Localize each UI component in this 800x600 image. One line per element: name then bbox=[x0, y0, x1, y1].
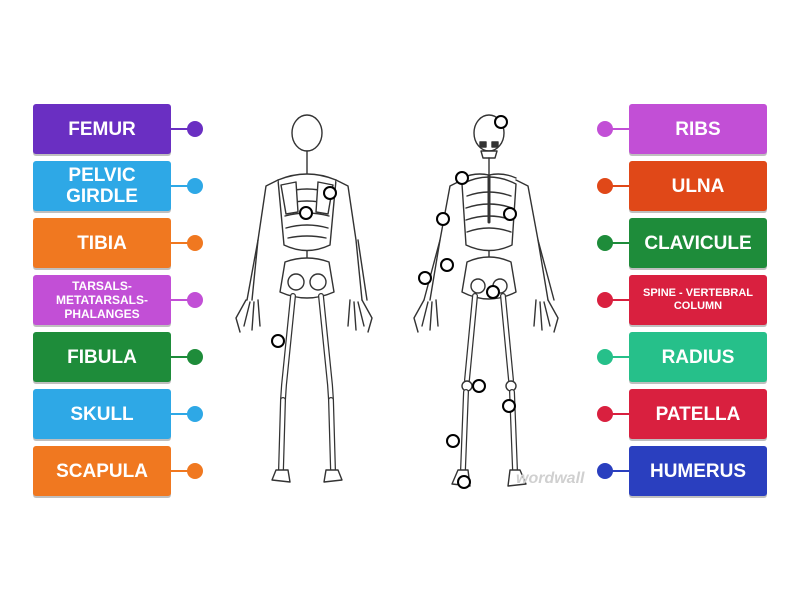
drop-target-circle[interactable] bbox=[502, 206, 517, 221]
connector-dot[interactable] bbox=[187, 235, 203, 251]
connector-dot[interactable] bbox=[597, 235, 613, 251]
drop-target-circle[interactable] bbox=[485, 284, 500, 299]
connector-line bbox=[171, 185, 195, 187]
connector-line bbox=[171, 242, 195, 244]
label-tibia[interactable]: TIBIA bbox=[33, 218, 171, 268]
label-humerus[interactable]: HUMERUS bbox=[629, 446, 767, 496]
connector-line bbox=[605, 242, 629, 244]
connector-line bbox=[605, 356, 629, 358]
connector-dot[interactable] bbox=[597, 406, 613, 422]
drop-target-circle[interactable] bbox=[501, 398, 516, 413]
label-skull[interactable]: SKULL bbox=[33, 389, 171, 439]
drop-target-circle[interactable] bbox=[439, 257, 454, 272]
connector-dot[interactable] bbox=[597, 349, 613, 365]
label-radius[interactable]: RADIUS bbox=[629, 332, 767, 382]
connector-dot[interactable] bbox=[597, 121, 613, 137]
connector-line bbox=[171, 356, 195, 358]
connector-dot[interactable] bbox=[187, 121, 203, 137]
connector-line bbox=[605, 185, 629, 187]
connector-dot[interactable] bbox=[187, 292, 203, 308]
label-scapula[interactable]: SCAPULA bbox=[33, 446, 171, 496]
connector-dot[interactable] bbox=[597, 292, 613, 308]
drop-target-circle[interactable] bbox=[270, 333, 285, 348]
drop-target-circle[interactable] bbox=[322, 185, 337, 200]
drop-target-circle[interactable] bbox=[435, 211, 450, 226]
connector-line bbox=[171, 470, 195, 472]
drop-target-circle[interactable] bbox=[454, 170, 469, 185]
drop-target-circle[interactable] bbox=[471, 378, 486, 393]
label-ribs[interactable]: RIBS bbox=[629, 104, 767, 154]
connector-line bbox=[605, 470, 629, 472]
drop-target-circle[interactable] bbox=[417, 270, 432, 285]
label-pelvic-girdle[interactable]: PELVIC GIRDLE bbox=[33, 161, 171, 211]
connector-dot[interactable] bbox=[597, 178, 613, 194]
connector-line bbox=[605, 413, 629, 415]
drop-target-circle[interactable] bbox=[445, 433, 460, 448]
drop-target-circle[interactable] bbox=[298, 205, 313, 220]
label-femur[interactable]: FEMUR bbox=[33, 104, 171, 154]
connector-line bbox=[605, 299, 629, 301]
skeleton-back-view bbox=[235, 114, 373, 483]
watermark-text: wordwall bbox=[516, 470, 585, 487]
label-ulna[interactable]: ULNA bbox=[629, 161, 767, 211]
connector-dot[interactable] bbox=[187, 406, 203, 422]
connector-dot[interactable] bbox=[187, 463, 203, 479]
connector-line bbox=[171, 413, 195, 415]
connector-dot[interactable] bbox=[597, 463, 613, 479]
label-patella[interactable]: PATELLA bbox=[629, 389, 767, 439]
connector-line bbox=[605, 128, 629, 130]
label-tarsals-metatarsals-phalanges[interactable]: TARSALS-METATARSALS-PHALANGES bbox=[33, 275, 171, 325]
label-fibula[interactable]: FIBULA bbox=[33, 332, 171, 382]
connector-line bbox=[171, 128, 195, 130]
connector-dot[interactable] bbox=[187, 349, 203, 365]
skeleton-front-view bbox=[413, 114, 559, 487]
drop-target-circle[interactable] bbox=[456, 474, 471, 489]
connector-dot[interactable] bbox=[187, 178, 203, 194]
drop-target-circle[interactable] bbox=[493, 114, 508, 129]
label-spine-vertebral-column[interactable]: SPINE - VERTEBRAL COLUMN bbox=[629, 275, 767, 325]
label-clavicule[interactable]: CLAVICULE bbox=[629, 218, 767, 268]
connector-line bbox=[171, 299, 195, 301]
